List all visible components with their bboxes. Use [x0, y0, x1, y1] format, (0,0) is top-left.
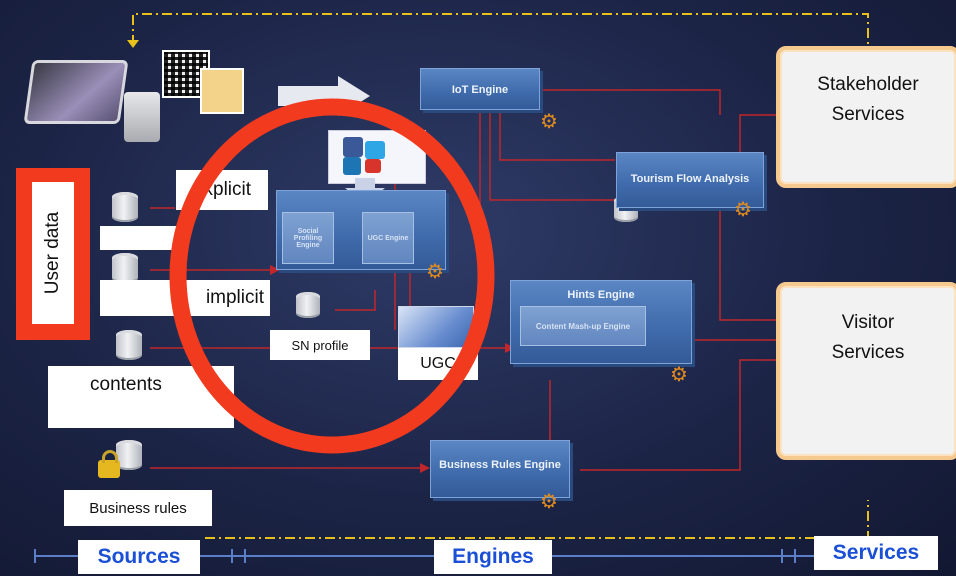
lock-icon	[98, 450, 120, 478]
gear-icon: ⚙	[540, 111, 558, 133]
engines-label: Engines	[434, 540, 552, 574]
business-rules-engine: Business Rules Engine	[430, 440, 570, 498]
database-icon	[112, 192, 138, 222]
sensor-camera-icon	[124, 92, 160, 142]
business-rules-label: Business rules	[64, 490, 212, 526]
social-profiling-engine: Social Profiling Engine	[282, 212, 334, 264]
database-icon	[296, 292, 320, 318]
business-rules-engine-label: Business Rules Engine	[439, 459, 561, 471]
stakeholder-services-label: Stakeholder Services	[817, 74, 919, 125]
services-label: Services	[814, 536, 938, 570]
gear-icon: ⚙	[540, 491, 558, 513]
visitor-services-label: Visitor Services	[831, 312, 905, 363]
stakeholder-services-panel: Stakeholder Services	[776, 46, 956, 188]
database-icon	[116, 440, 142, 470]
feedback-loop-top	[132, 13, 869, 60]
gear-icon: ⚙	[734, 199, 752, 221]
visitor-services-panel: Visitor Services	[776, 282, 956, 460]
sensor-card-icon	[200, 68, 244, 114]
gear-icon: ⚙	[670, 364, 688, 386]
blank-label-box	[100, 226, 178, 250]
hints-engine-label: Hints Engine	[567, 289, 635, 301]
database-icon	[116, 330, 142, 360]
arrow-to-business-rules	[420, 463, 430, 473]
tourism-flow-label: Tourism Flow Analysis	[630, 173, 750, 185]
sn-profile-label: SN profile	[270, 330, 370, 360]
content-mashup-engine: Content Mash-up Engine	[520, 306, 646, 346]
arrow-to-social	[270, 265, 280, 275]
gear-icon: ⚙	[426, 261, 444, 283]
user-data-label-box: User data	[32, 182, 74, 324]
iot-engine-label: IoT Engine	[451, 84, 509, 96]
database-icon	[112, 253, 138, 283]
feedback-arrow-head	[127, 40, 139, 48]
ugc-engine-inner: UGC Engine	[362, 212, 414, 264]
iot-engine: IoT Engine	[420, 68, 540, 110]
ugc-media-icon	[398, 306, 474, 348]
tourism-flow-engine: Tourism Flow Analysis	[616, 152, 764, 208]
sources-label: Sources	[78, 540, 200, 574]
